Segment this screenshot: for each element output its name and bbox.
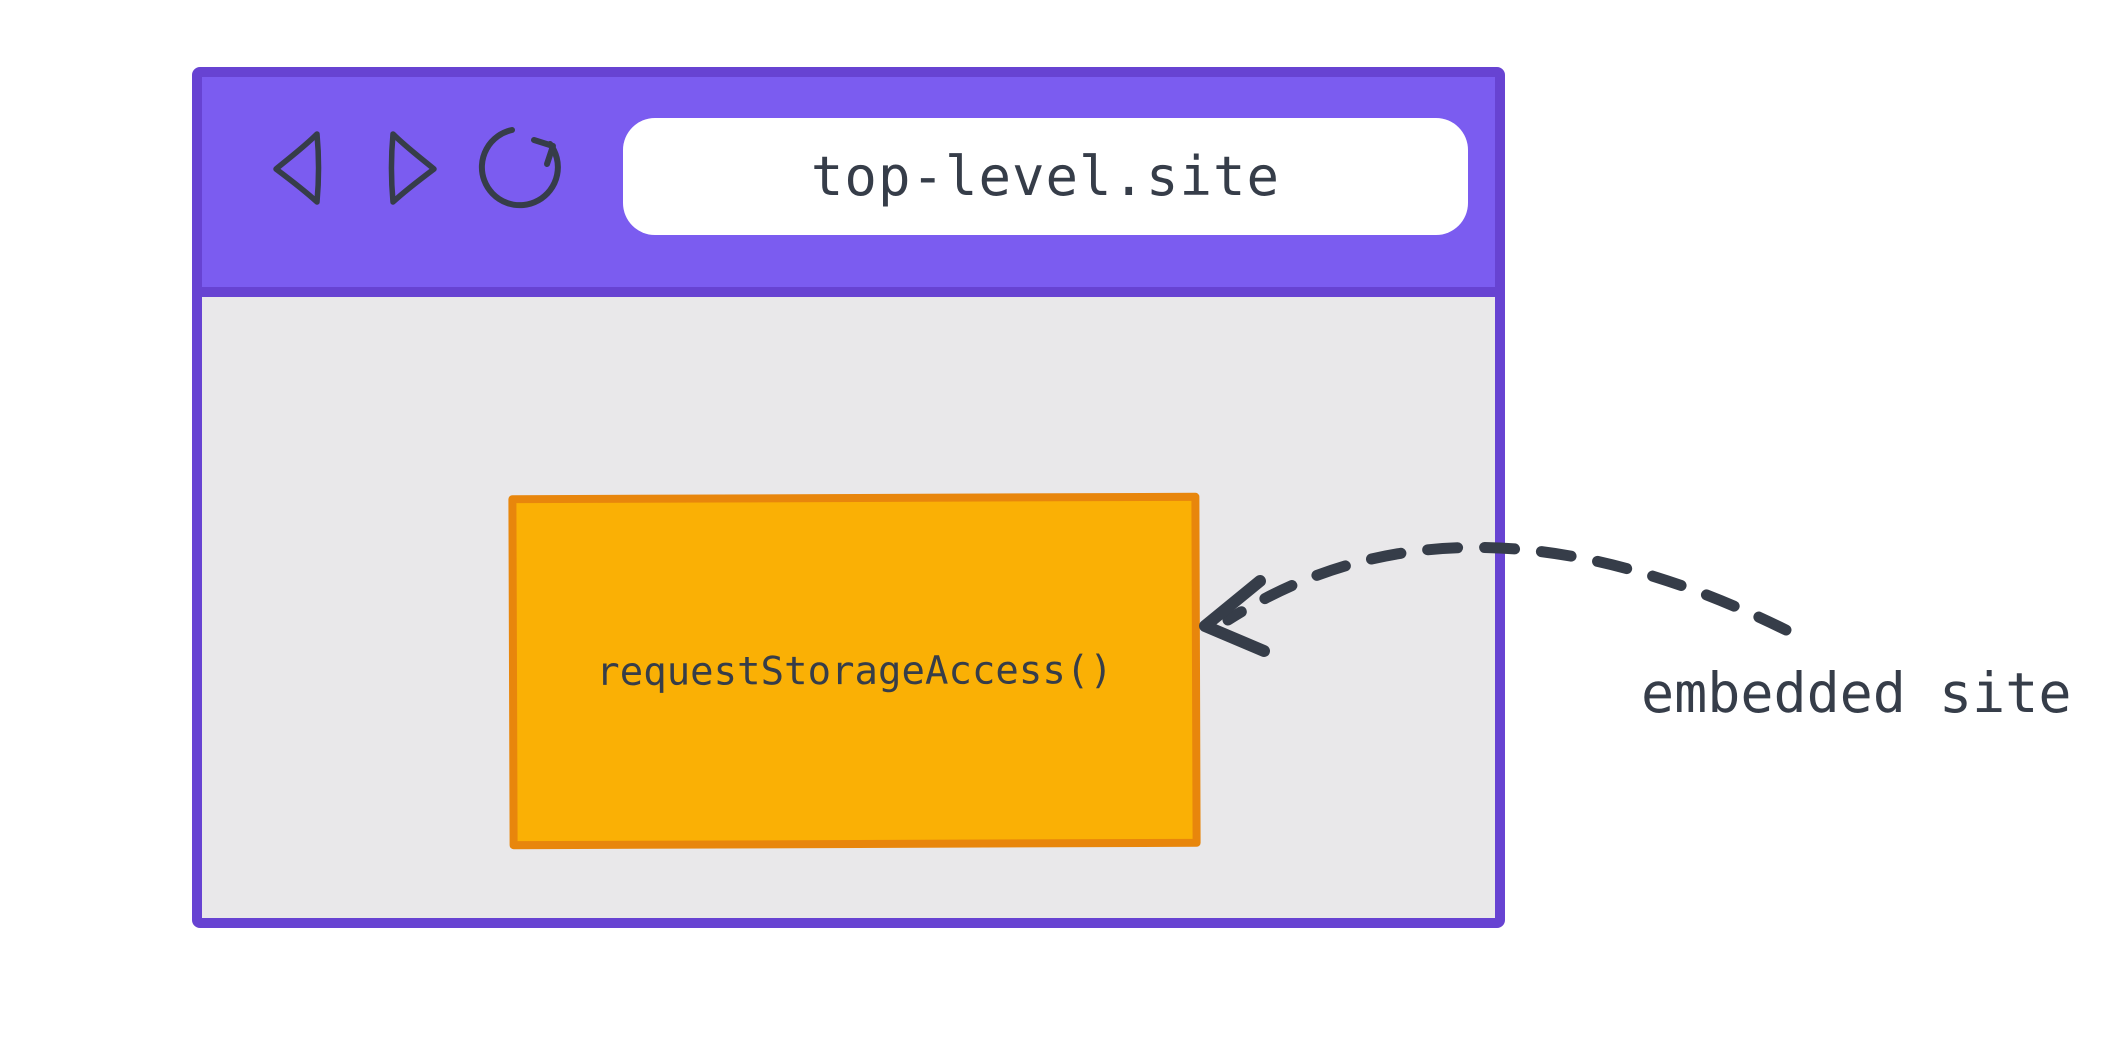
address-bar[interactable]: top-level.site	[623, 118, 1468, 235]
reload-button[interactable]	[478, 125, 568, 211]
back-button[interactable]	[266, 125, 330, 211]
back-icon	[270, 128, 326, 208]
api-call-label: requestStorageAccess()	[596, 647, 1113, 695]
browser-viewport: requestStorageAccess()	[202, 297, 1495, 908]
forward-button[interactable]	[380, 125, 444, 211]
forward-icon	[384, 128, 440, 208]
browser-window: top-level.site requestStorageAccess()	[192, 67, 1505, 928]
address-url: top-level.site	[810, 145, 1281, 208]
embedded-iframe: requestStorageAccess()	[508, 492, 1201, 850]
embedded-site-label: embedded site	[1641, 661, 2072, 725]
reload-icon	[478, 122, 568, 214]
browser-toolbar: top-level.site	[202, 77, 1495, 297]
